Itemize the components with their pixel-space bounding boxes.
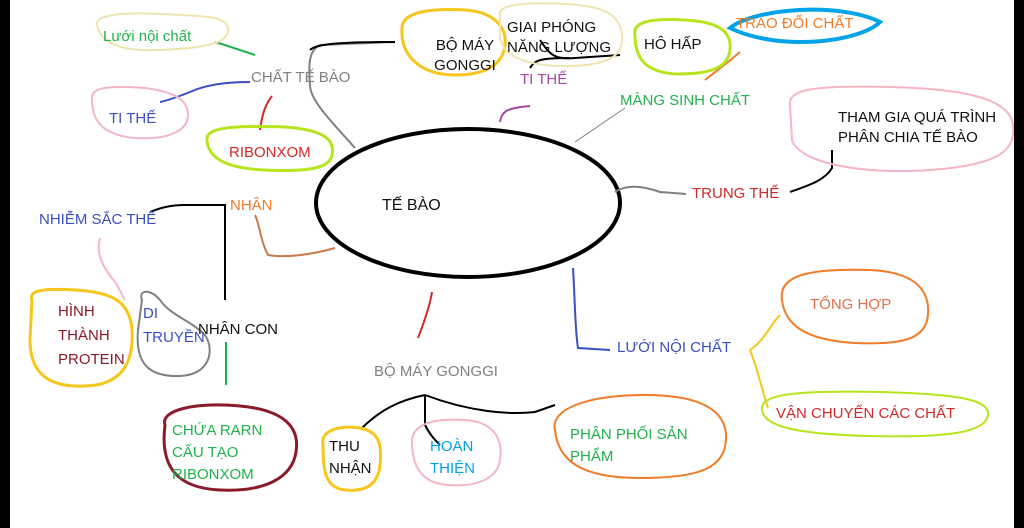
node-bo-may-gonggi-top: BỘ MÁY GONGGI (434, 37, 496, 74)
connector-phan-phoi (424, 394, 556, 414)
bubble-thu-nhan (321, 425, 383, 492)
connector-ti-the-top (529, 57, 571, 69)
node-hinh-thanh-protein: HÌNH THÀNH PROTEIN (58, 303, 125, 368)
bubble-van-chuyen (760, 390, 990, 438)
node-chua-rarn: CHỨA RARN CẤU TẠO RIBONXOM (172, 422, 263, 483)
mind-map-canvas: TẾ BÀO CHẤT TẾ BÀO Lưới nội chất TI THỂ … (10, 0, 1014, 528)
node-mang-sinh-chat: MÀNG SINH CHẤT (620, 92, 751, 109)
node-luoi-noi-chat-small: Lưới nội chất (103, 28, 192, 45)
bubble-phan-phoi (553, 393, 728, 480)
connector-giai-phong (539, 39, 621, 60)
connector-thu-nhan (361, 394, 426, 429)
bubble-trao-doi (726, 7, 884, 44)
connector-ti-the-left (159, 81, 251, 103)
node-giai-phong-nang-luong: GIAI PHÓNG NĂNG LƯỢNG (507, 19, 612, 56)
bubble-giai-phong (498, 2, 624, 68)
node-trao-doi-chat: TRAO ĐỔI CHẤT (736, 15, 854, 32)
connector-luoi-small (214, 41, 256, 56)
connector-nhan (254, 214, 336, 258)
bubble-tong-hop (780, 268, 930, 345)
node-tong-hop: TỔNG HỢP (810, 296, 892, 313)
connector-tham-gia (789, 150, 833, 193)
connector-lines (28, 2, 1014, 492)
connector-chat-te-bao (308, 41, 396, 149)
node-ti-the-top: TI THỂ (520, 71, 568, 88)
node-ti-the-left: TI THỂ (109, 110, 157, 127)
connector-trung-the (614, 185, 687, 195)
node-bo-may-gonggi-bottom: BỘ MÁY GONGGI (374, 363, 498, 380)
connector-hinh-thanh (97, 237, 126, 301)
center-label: TẾ BÀO (382, 197, 441, 214)
connector-nhiem-sac-the (149, 204, 226, 300)
bubble-tham-gia (788, 85, 1014, 172)
center-ellipse (314, 127, 622, 279)
node-van-chuyen: VẬN CHUYỂN CÁC CHẤT (776, 405, 956, 422)
bubble-hoan-thien (410, 418, 502, 487)
node-luoi-noi-chat: LƯỚI NỘI CHẤT (617, 339, 732, 356)
connector-luoi-noi-chat (572, 267, 611, 351)
node-di-truyen: DI TRUYỀN (143, 305, 205, 346)
connector-ti-the-purple (499, 105, 531, 123)
node-ribonxom: RIBONXOM (229, 144, 311, 161)
connector-gonggi-top (309, 41, 396, 51)
bubble-di-truyen (136, 290, 211, 378)
node-ho-hap: HÔ HẤP (644, 36, 702, 53)
bubble-hinh-thanh (28, 287, 134, 388)
node-hoan-thien: HOÀN THIỆN (430, 438, 475, 477)
connector-mang-sinh-chat (574, 107, 626, 143)
node-phan-phoi-san-pham: PHÂN PHỐI SẢN PHẨM (570, 426, 688, 465)
connector-ribonxom (259, 95, 273, 131)
node-trung-the: TRUNG THỂ (692, 185, 780, 202)
node-nhiem-sac-the: NHIỄM SẮC THỂ (39, 211, 157, 228)
bubble-gonggi-top (400, 8, 507, 77)
connector-bo-may-gonggi-bottom (417, 291, 433, 339)
bubble-luoi-small (95, 12, 230, 52)
connector-trao-doi (704, 51, 741, 81)
node-nhan: NHÂN (230, 197, 273, 214)
bubble-ribonxom (205, 124, 334, 172)
node-chat-te-bao: CHẤT TẾ BÀO (251, 69, 351, 86)
bubble-ho-hap (633, 18, 732, 76)
connector-tong-hop (749, 314, 781, 351)
connector-van-chuyen (749, 349, 769, 409)
node-nhan-con: NHÂN CON (198, 321, 279, 338)
bubble-chua-rarn (162, 403, 299, 492)
node-tham-gia: THAM GIA QUÁ TRÌNH PHÂN CHIA TẾ BÀO (838, 109, 997, 146)
bubble-ti-the-left (90, 85, 190, 140)
node-thu-nhan: THU NHẬN (329, 438, 372, 477)
